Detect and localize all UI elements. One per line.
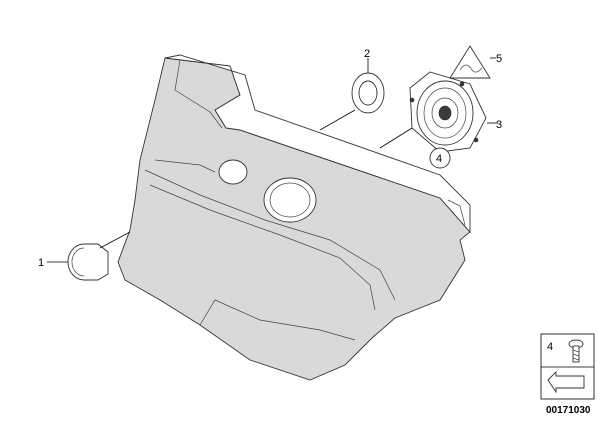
callout-3: 3: [496, 119, 502, 131]
speaker-ring-part: [351, 72, 385, 114]
callout-1: 1: [38, 257, 44, 269]
inset-label: 4: [547, 341, 553, 353]
arrow-icon: [547, 370, 585, 394]
door-trim-panel: [117, 54, 471, 381]
bolt-icon: [568, 339, 584, 363]
speaker-part: [409, 71, 487, 153]
callout-2: 2: [364, 48, 370, 60]
warning-label-part: [449, 45, 491, 79]
reference-number: 00171030: [546, 405, 591, 416]
callout-5: 5: [496, 53, 502, 65]
part-4-callout-circle: [429, 147, 451, 169]
leader-lines: [47, 57, 498, 263]
callout-4: 4: [436, 153, 442, 165]
plug-part: [67, 243, 109, 281]
inset-box: 4: [540, 333, 595, 400]
